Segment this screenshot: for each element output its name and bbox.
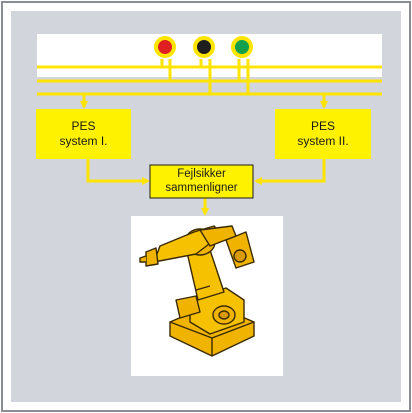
- pes-system-1-line2: system I.: [59, 134, 108, 148]
- signal-bus: [37, 59, 382, 216]
- pes-system-2-block: [275, 109, 371, 159]
- indicator-lights: [154, 36, 253, 58]
- pes-system-2-label: PES system II.: [275, 119, 371, 149]
- industrial-robot-icon: [139, 225, 255, 357]
- pes-system-2-line2: system II.: [297, 134, 349, 148]
- pes-system-1-label: PES system I.: [36, 119, 131, 149]
- pes-system-2-line1: PES: [310, 119, 335, 133]
- red-light-icon: [154, 36, 176, 58]
- pes-system-1-block: [36, 109, 131, 159]
- comparator-line1: Fejlsikker: [177, 168, 226, 180]
- comparator-line2: sammenligner: [165, 182, 238, 194]
- pes-system-1-line1: PES: [71, 119, 96, 133]
- comparator-label: Fejlsikker sammenligner: [150, 167, 253, 195]
- black-light-icon: [193, 36, 215, 58]
- comparator-block: [149, 164, 254, 199]
- green-light-icon: [231, 36, 253, 58]
